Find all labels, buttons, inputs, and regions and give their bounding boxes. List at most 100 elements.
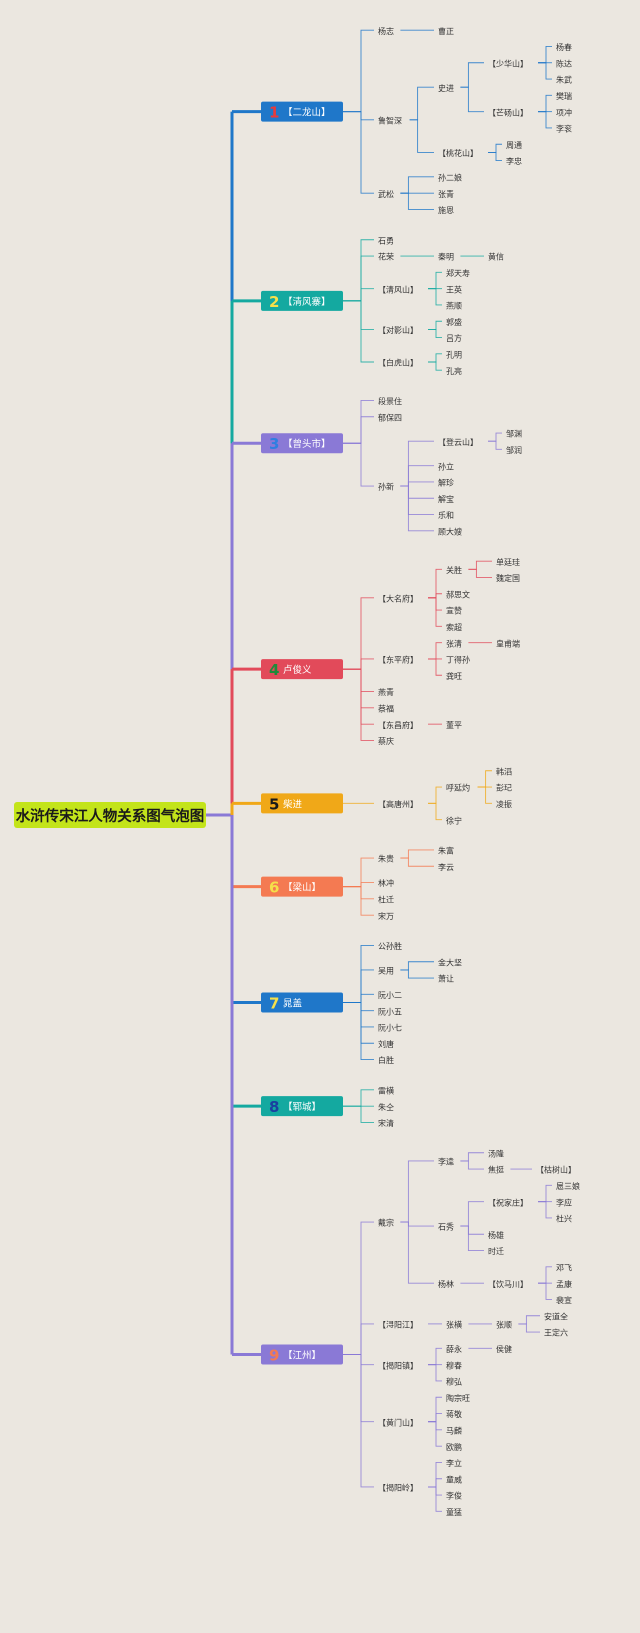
node-label[interactable]: 时迁 <box>488 1246 504 1256</box>
node-label[interactable]: 魏定国 <box>496 573 520 583</box>
node-label[interactable]: 解珍 <box>438 478 454 488</box>
node-label[interactable]: 朱贵 <box>378 854 394 864</box>
node-label[interactable]: 【黄门山】 <box>378 1417 418 1427</box>
node-label[interactable]: 孙二娘 <box>438 172 462 182</box>
node-label[interactable]: 邹润 <box>506 445 522 455</box>
node-label[interactable]: 金大坚 <box>438 957 462 967</box>
node-label[interactable]: 【祝家庄】 <box>488 1197 528 1207</box>
node-label[interactable]: 【东平府】 <box>378 655 418 665</box>
node-label[interactable]: 宣赞 <box>446 606 462 616</box>
node-label[interactable]: 童威 <box>446 1474 462 1484</box>
node-label[interactable]: 董平 <box>446 720 462 730</box>
node-label[interactable]: 凌振 <box>496 799 512 809</box>
node-label[interactable]: 李俊 <box>446 1491 462 1501</box>
node-label[interactable]: 欧鹏 <box>446 1442 462 1452</box>
node-label[interactable]: 花荣 <box>378 252 394 262</box>
node-label[interactable]: 杨志 <box>378 26 394 36</box>
node-label[interactable]: 孙新 <box>378 482 394 492</box>
node-label[interactable]: 乐和 <box>438 510 454 520</box>
node-label[interactable]: 侯健 <box>496 1344 512 1354</box>
branch-node[interactable]: 1【二龙山】 <box>261 101 343 122</box>
node-label[interactable]: 张青 <box>438 189 454 199</box>
node-label[interactable]: 项冲 <box>556 107 572 117</box>
node-label[interactable]: 石勇 <box>378 236 394 245</box>
node-label[interactable]: 穆弘 <box>446 1377 462 1387</box>
root-node[interactable]: 水浒传宋江人物关系图气泡图 <box>14 802 206 828</box>
node-label[interactable]: 陈达 <box>556 58 572 68</box>
node-label[interactable]: 秦明 <box>438 252 454 262</box>
node-label[interactable]: 裴宣 <box>556 1295 572 1305</box>
node-label[interactable]: 朱仝 <box>378 1102 394 1112</box>
node-label[interactable]: 【大名府】 <box>378 593 418 603</box>
node-label[interactable]: 彭玘 <box>496 783 512 793</box>
node-label[interactable]: 【东昌府】 <box>378 720 418 730</box>
node-label[interactable]: 郑天寿 <box>446 268 470 278</box>
node-label[interactable]: 焦挺 <box>488 1165 504 1175</box>
node-label[interactable]: 安道全 <box>544 1311 568 1321</box>
node-label[interactable]: 张清 <box>446 638 462 648</box>
node-label[interactable]: 【白虎山】 <box>378 358 418 368</box>
node-label[interactable]: 孔明 <box>446 350 462 359</box>
node-label[interactable]: 【桃花山】 <box>438 148 478 158</box>
branch-node[interactable]: 8【郓城】 <box>261 1096 343 1117</box>
node-label[interactable]: 【清风山】 <box>378 284 418 294</box>
node-label[interactable]: 燕青 <box>378 687 394 697</box>
node-label[interactable]: 【高唐州】 <box>378 799 418 809</box>
node-label[interactable]: 王英 <box>446 284 462 294</box>
node-label[interactable]: 孔亮 <box>446 366 462 376</box>
node-label[interactable]: 陶宗旺 <box>446 1393 470 1403</box>
node-label[interactable]: 【揭阳岭】 <box>378 1483 418 1493</box>
node-label[interactable]: 曹正 <box>438 26 454 36</box>
node-label[interactable]: 刘唐 <box>378 1039 394 1049</box>
node-label[interactable]: 施恩 <box>438 205 454 215</box>
node-label[interactable]: 石秀 <box>438 1222 454 1232</box>
node-label[interactable]: 郁保四 <box>378 412 402 422</box>
node-label[interactable]: 张顺 <box>496 1321 512 1330</box>
node-label[interactable]: 郭盛 <box>446 317 462 327</box>
branch-node[interactable]: 9【江州】 <box>261 1344 343 1365</box>
node-label[interactable]: 薛永 <box>446 1344 462 1354</box>
node-label[interactable]: 杜兴 <box>556 1214 572 1224</box>
node-label[interactable]: 白胜 <box>378 1055 394 1065</box>
node-label[interactable]: 【揭阳镇】 <box>378 1360 418 1370</box>
node-label[interactable]: 宋万 <box>378 911 394 921</box>
node-label[interactable]: 关胜 <box>446 565 462 575</box>
node-label[interactable]: 邓飞 <box>556 1263 572 1272</box>
node-label[interactable]: 张横 <box>446 1320 462 1330</box>
node-label[interactable]: 杨雄 <box>488 1230 504 1240</box>
node-label[interactable]: 【少华山】 <box>488 58 528 68</box>
node-label[interactable]: 李立 <box>446 1458 462 1468</box>
node-label[interactable]: 吴用 <box>378 967 394 976</box>
node-label[interactable]: 杨林 <box>438 1279 454 1289</box>
node-label[interactable]: 戴宗 <box>378 1218 394 1228</box>
node-label[interactable]: 樊瑞 <box>556 91 572 101</box>
node-label[interactable]: 林冲 <box>378 878 394 888</box>
node-label[interactable]: 杨春 <box>556 42 572 52</box>
node-label[interactable]: 公孙胜 <box>378 941 402 951</box>
node-label[interactable]: 朱武 <box>556 75 572 85</box>
node-label[interactable]: 丁得孙 <box>446 655 470 665</box>
branch-node[interactable]: 3【曾头市】 <box>261 433 343 454</box>
node-label[interactable]: 王定六 <box>544 1328 568 1338</box>
node-label[interactable]: 单廷珪 <box>496 557 520 567</box>
node-label[interactable]: 萧让 <box>438 974 454 984</box>
node-label[interactable]: 武松 <box>378 189 394 199</box>
node-label[interactable]: 龚旺 <box>446 671 462 681</box>
node-label[interactable]: 阮小二 <box>378 991 402 1000</box>
node-label[interactable]: 李逵 <box>438 1157 454 1167</box>
node-label[interactable]: 鲁智深 <box>378 115 402 125</box>
node-label[interactable]: 索超 <box>446 622 462 632</box>
node-label[interactable]: 杜迁 <box>378 894 394 904</box>
node-label[interactable]: 周通 <box>506 140 522 150</box>
node-label[interactable]: 【登云山】 <box>438 437 478 447</box>
node-label[interactable]: 李衮 <box>556 124 572 134</box>
node-label[interactable]: 吕方 <box>446 333 462 343</box>
node-label[interactable]: 段景住 <box>378 396 402 406</box>
node-label[interactable]: 黄信 <box>488 252 504 262</box>
node-label[interactable]: 蒋敬 <box>446 1409 462 1419</box>
branch-node[interactable]: 6【梁山】 <box>261 876 343 897</box>
node-label[interactable]: 雷横 <box>378 1085 394 1095</box>
node-label[interactable]: 李应 <box>556 1197 572 1207</box>
